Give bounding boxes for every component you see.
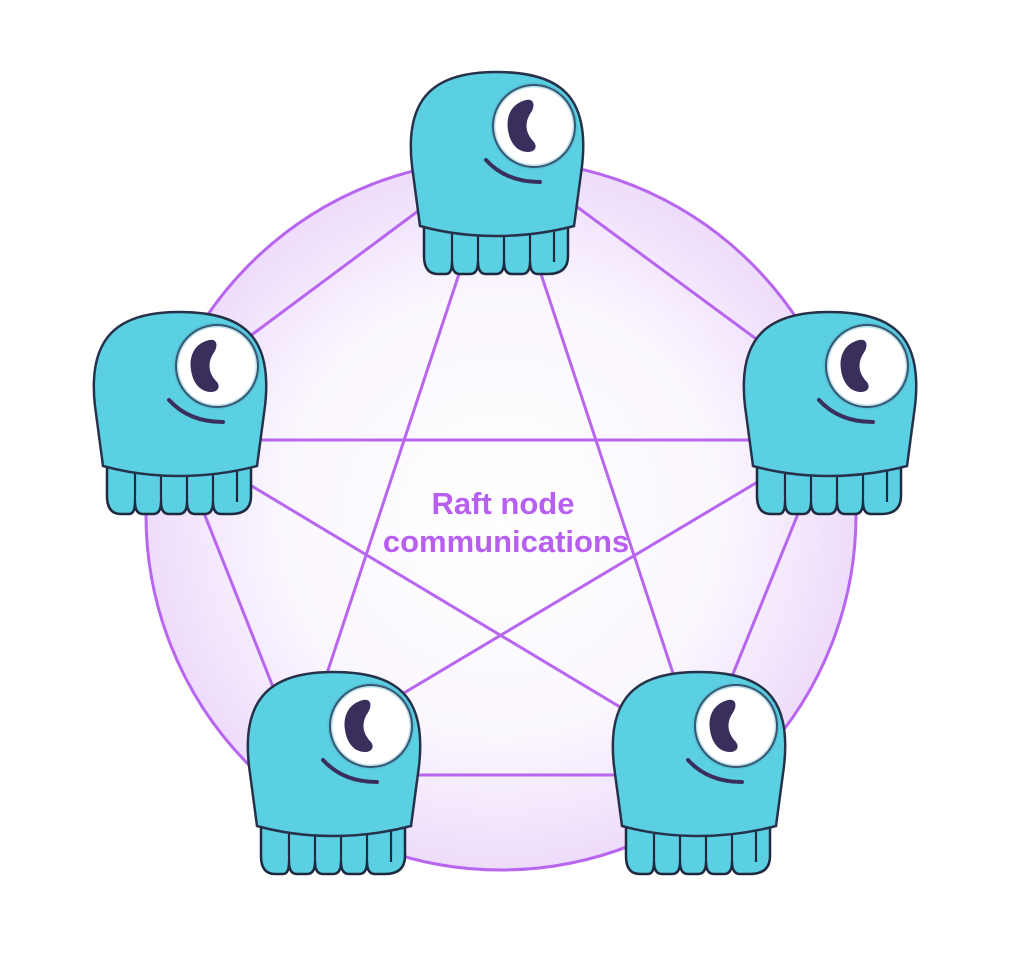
node-top xyxy=(411,72,583,274)
edge-left-bottomright xyxy=(174,438,701,757)
sea-monster-mascot-icon xyxy=(248,672,420,874)
node-left xyxy=(94,312,266,514)
node-bottom-right xyxy=(613,672,785,874)
node-right xyxy=(744,312,916,514)
diagram-label-line-1: Raft node xyxy=(432,486,575,521)
sea-monster-mascot-icon xyxy=(744,312,916,514)
sea-monster-mascot-icon xyxy=(94,312,266,514)
node-bottom-left xyxy=(248,672,420,874)
sea-monster-mascot-icon xyxy=(411,72,583,274)
diagram-label-line-2: communications xyxy=(383,524,629,559)
sea-monster-mascot-icon xyxy=(613,672,785,874)
